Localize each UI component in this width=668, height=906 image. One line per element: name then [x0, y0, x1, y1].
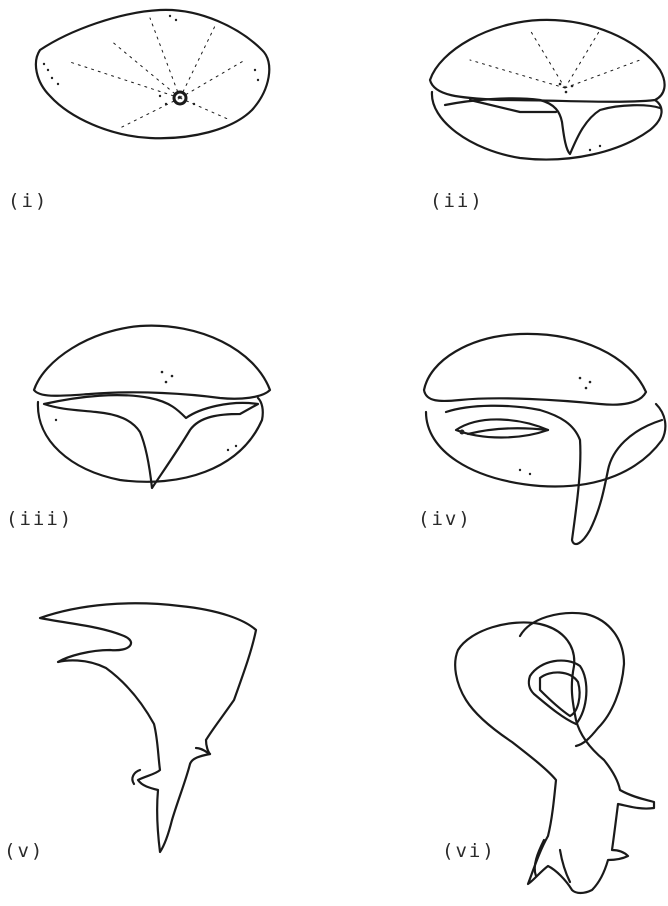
stage-label-iv: (iv)	[418, 508, 472, 530]
stage-label-v: (v)	[4, 840, 44, 862]
stage-label-vi: (vi)	[442, 840, 496, 862]
stage-v-drawing	[40, 603, 256, 852]
stage-label-iii: (iii)	[6, 508, 73, 530]
stage-ii-drawing	[430, 20, 665, 160]
stage-label-ii: (ii)	[430, 190, 484, 212]
stage-iii-drawing	[34, 326, 270, 488]
stage-i-drawing	[36, 10, 269, 138]
stage-label-i: (i)	[8, 190, 48, 212]
